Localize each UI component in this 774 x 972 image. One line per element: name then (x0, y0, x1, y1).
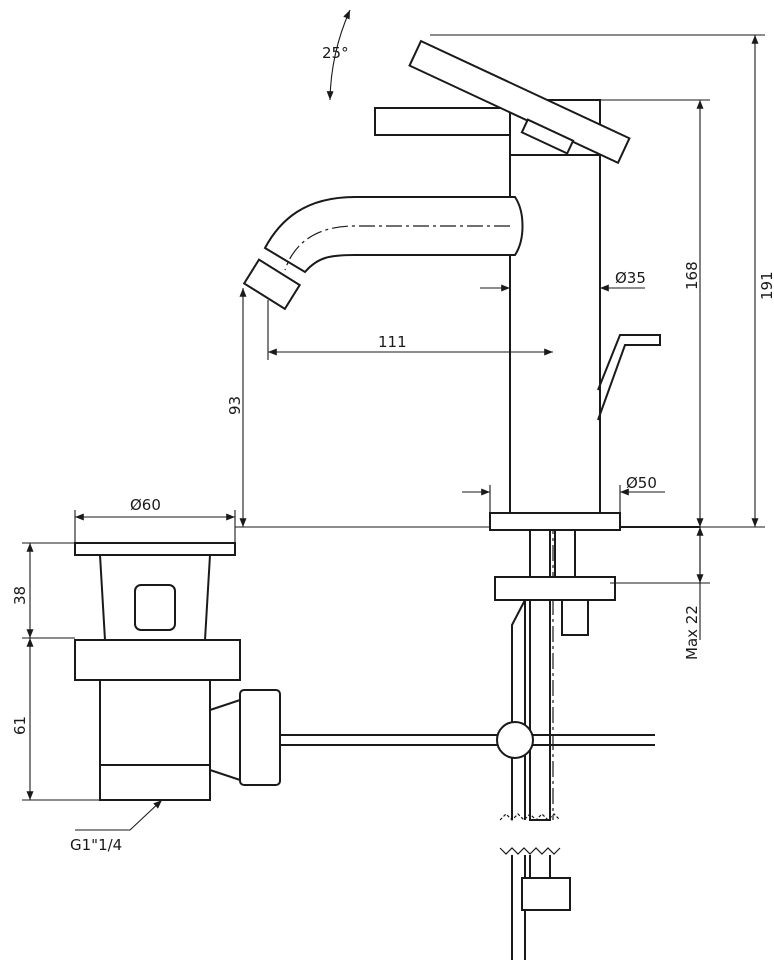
lever-raised (408, 39, 631, 165)
label-total-height: 191 (758, 271, 774, 300)
thread-leader-line (75, 799, 163, 831)
drain-lower-body (99, 679, 211, 801)
pivot-ball (496, 721, 534, 759)
label-body-height: 168 (683, 261, 701, 290)
spout-centerline (284, 225, 510, 271)
faucet-body (509, 149, 601, 514)
label-base-diameter: Ø50 (626, 474, 657, 492)
lever-raised-hub (520, 118, 575, 155)
supply-pipe (529, 529, 551, 821)
label-lever-angle: 25° (322, 44, 349, 62)
spout-aerator (242, 258, 302, 311)
base-plate (489, 512, 621, 531)
lever-horizontal (374, 107, 511, 136)
drain-pull-rod (597, 334, 661, 421)
break-line-top (499, 813, 561, 821)
stud-nut (561, 599, 589, 636)
break-line-bottom (499, 847, 561, 855)
drain-lock-nut (74, 639, 241, 681)
label-spout-reach: 111 (378, 333, 407, 351)
drain-side-boss (209, 698, 241, 782)
label-max-deck: Max 22 (683, 605, 701, 660)
label-spout-diameter: Ø35 (615, 269, 646, 287)
label-spout-height: 93 (226, 396, 244, 415)
drain-flange (74, 542, 236, 556)
dimensions (22, 9, 765, 831)
threaded-stud (554, 529, 576, 581)
faucet (242, 39, 700, 960)
spout (263, 196, 524, 274)
drain-lift-rod (511, 599, 526, 820)
label-drain-thread: G1"1/4 (70, 836, 122, 854)
hex-nut (521, 877, 571, 911)
lever-raised-bar (408, 39, 631, 165)
overflow-nut (239, 689, 281, 786)
fixing-nut (494, 576, 616, 601)
pop-up-drain (74, 542, 281, 801)
label-drain-diameter: Ø60 (130, 496, 161, 514)
label-drain-top-height: 38 (11, 586, 29, 605)
drain-overflow-slot (134, 584, 176, 631)
label-drain-body-height: 61 (11, 716, 29, 735)
dim-lever-angle (326, 9, 351, 101)
